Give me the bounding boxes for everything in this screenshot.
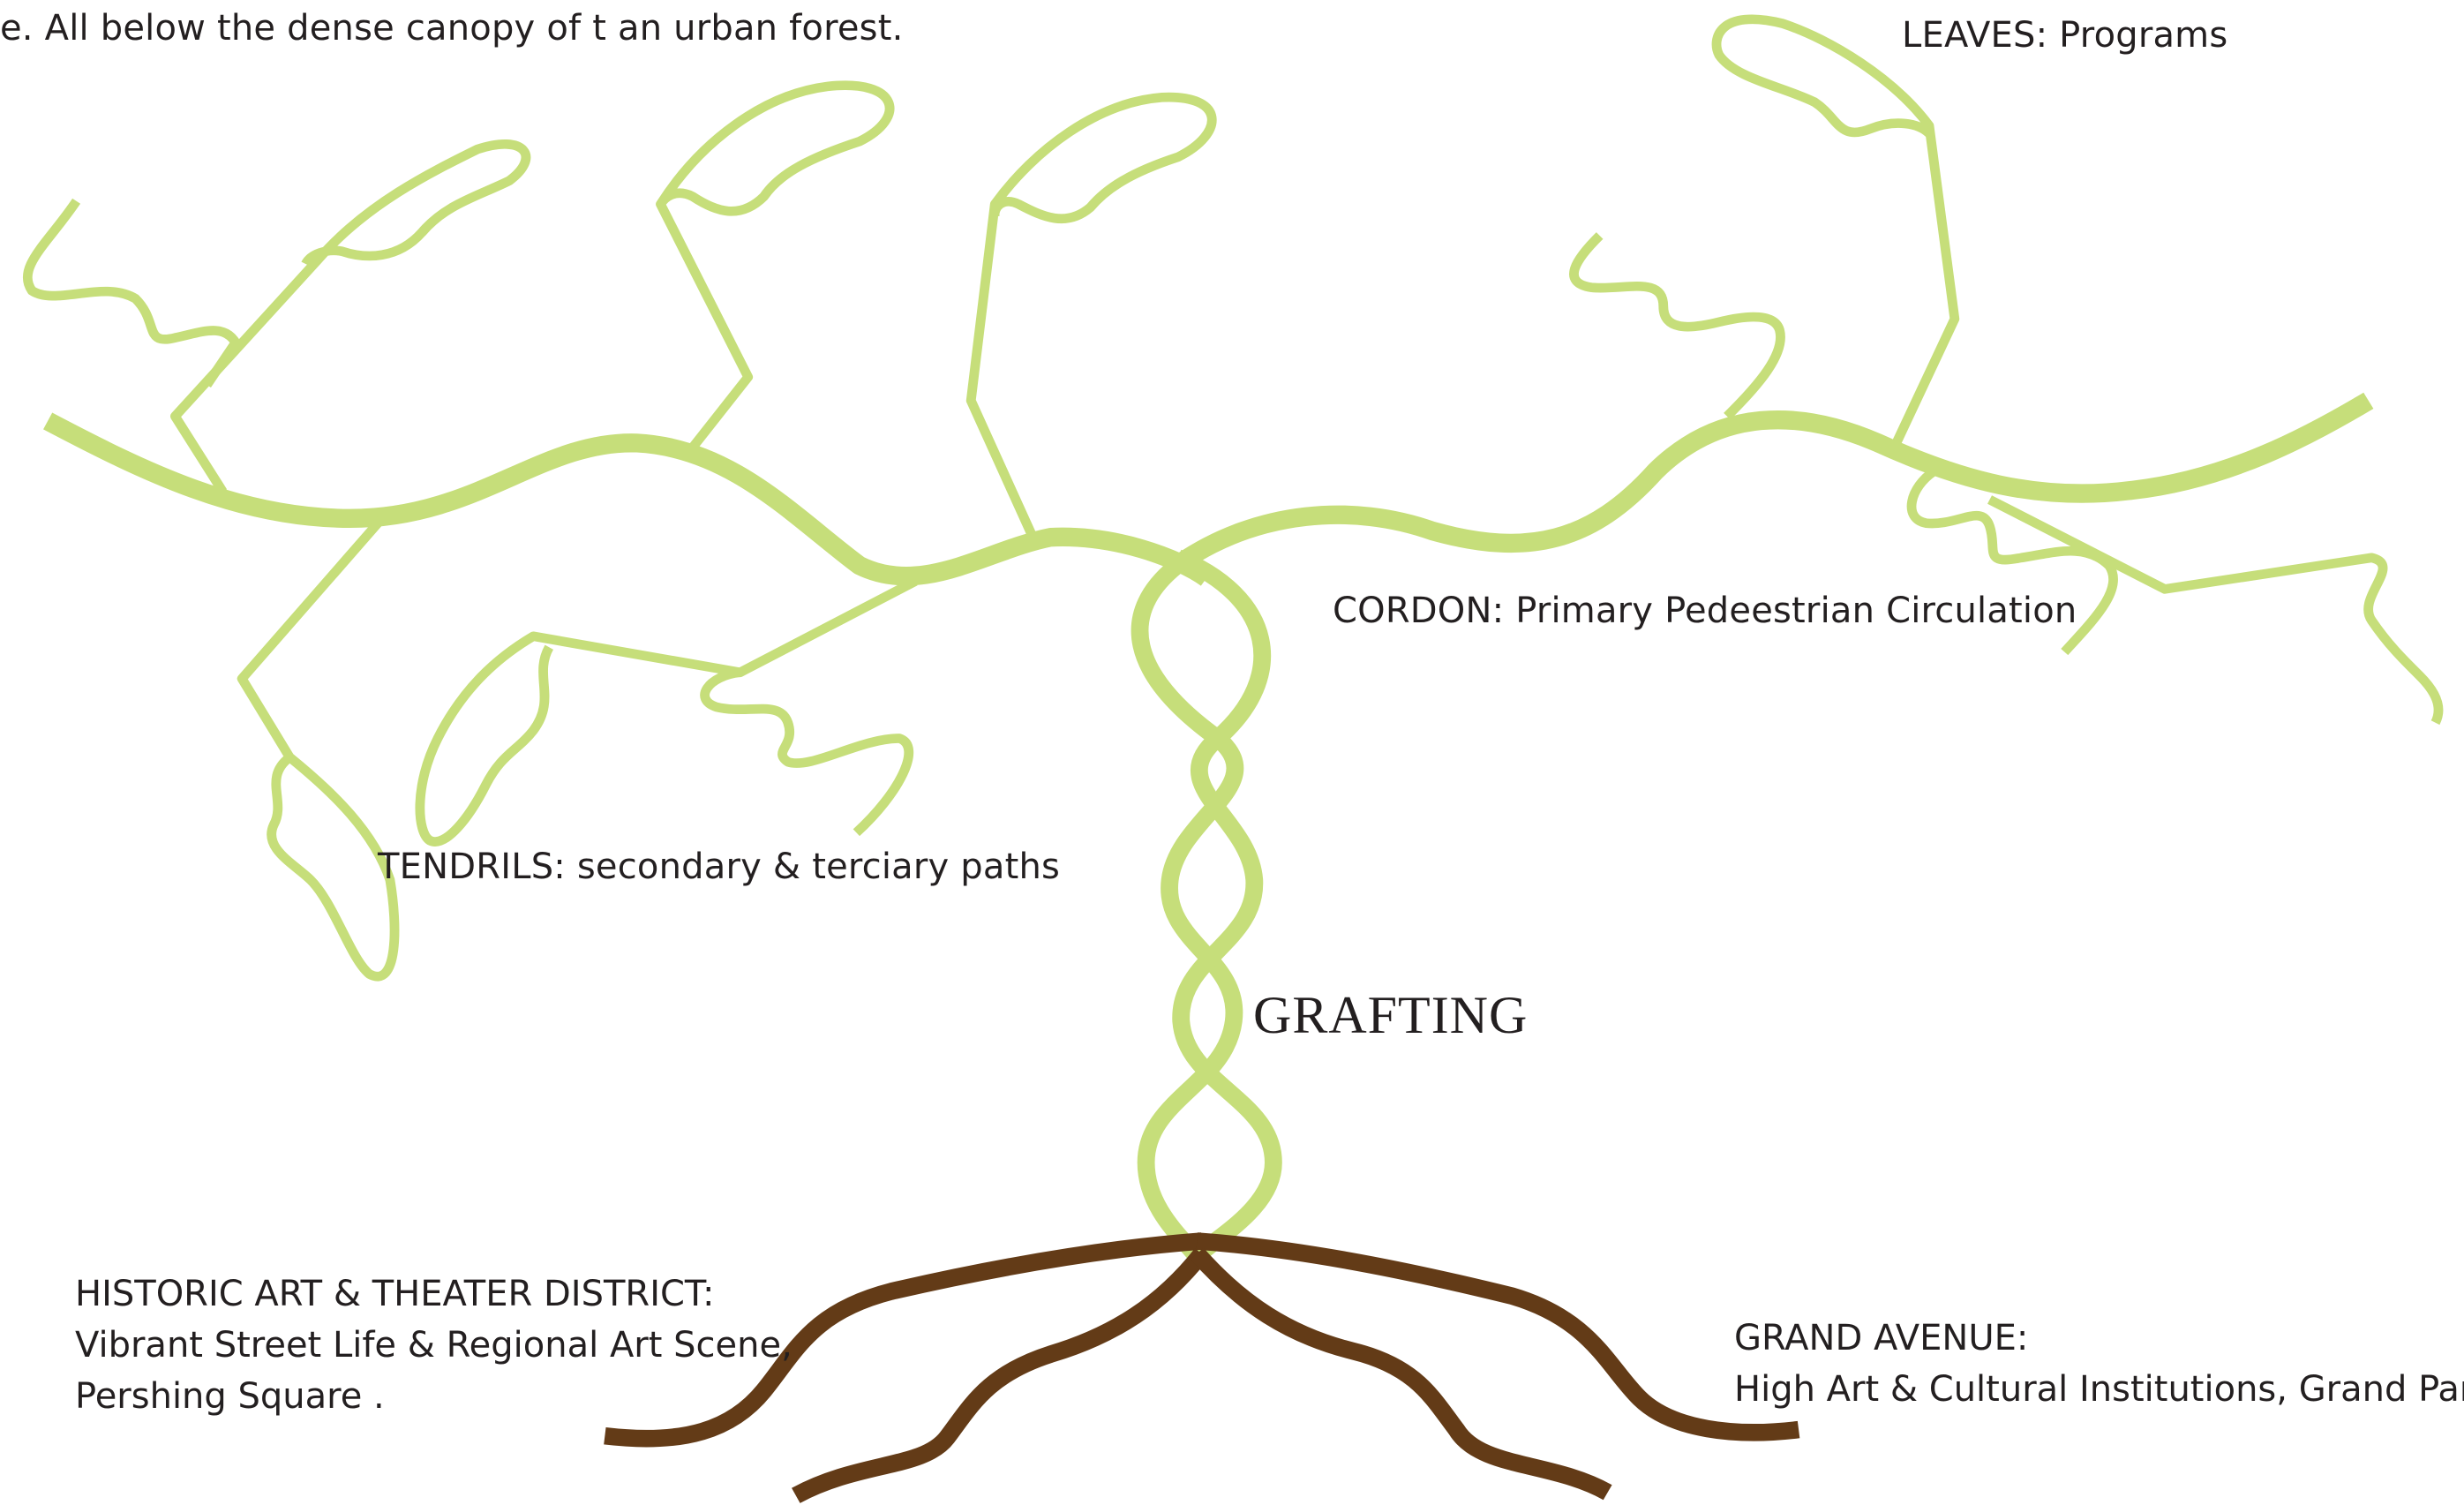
historic-district-title: HISTORIC ART & THEATER DISTRICT: xyxy=(75,1268,793,1320)
tendril-lower-left-2 xyxy=(420,582,915,842)
label-grafting: GRAFTING xyxy=(1253,989,1528,1042)
tendril-upper-right-curl xyxy=(1574,236,1780,417)
grafting-strand-b xyxy=(1178,558,1273,1257)
grand-avenue-line1: High Art & Cultural Institutions, Grand … xyxy=(1734,1364,2464,1415)
cordon-right-branch xyxy=(1181,401,2368,562)
label-tendrils: TENDRILS: secondary & terciary paths xyxy=(378,849,1060,884)
root-left-inner xyxy=(796,1253,1202,1495)
root-right-inner xyxy=(1197,1253,1607,1493)
tendril-upper-left-2 xyxy=(27,201,236,385)
intro-text: e. All below the dense canopy of t an ur… xyxy=(0,11,904,46)
grand-avenue-title: GRAND AVENUE: xyxy=(1734,1313,2464,1364)
grafting-strand-a xyxy=(1140,562,1236,1257)
label-cordon: CORDON: Primary Pedeestrian Circulation xyxy=(1333,593,2077,628)
historic-district-block: HISTORIC ART & THEATER DISTRICT: Vibrant… xyxy=(75,1268,793,1422)
tendril-upper-mid-2 xyxy=(971,97,1212,534)
tendril-lower-left-3 xyxy=(705,673,909,833)
historic-district-line1: Vibrant Street Life & Regional Art Scene… xyxy=(75,1320,793,1371)
root-right-outer xyxy=(1197,1241,1799,1433)
cordon-left-branch xyxy=(48,421,1206,578)
tendril-upper-mid-1 xyxy=(661,86,890,448)
grand-avenue-block: GRAND AVENUE: High Art & Cultural Instit… xyxy=(1734,1313,2464,1415)
tendril-lower-left-1 xyxy=(242,518,394,976)
tendril-upper-left-1 xyxy=(175,144,526,492)
label-leaves: LEAVES: Programs xyxy=(1902,18,2227,53)
canopy xyxy=(27,19,2438,1257)
historic-district-line2: Pershing Square . xyxy=(75,1371,793,1422)
